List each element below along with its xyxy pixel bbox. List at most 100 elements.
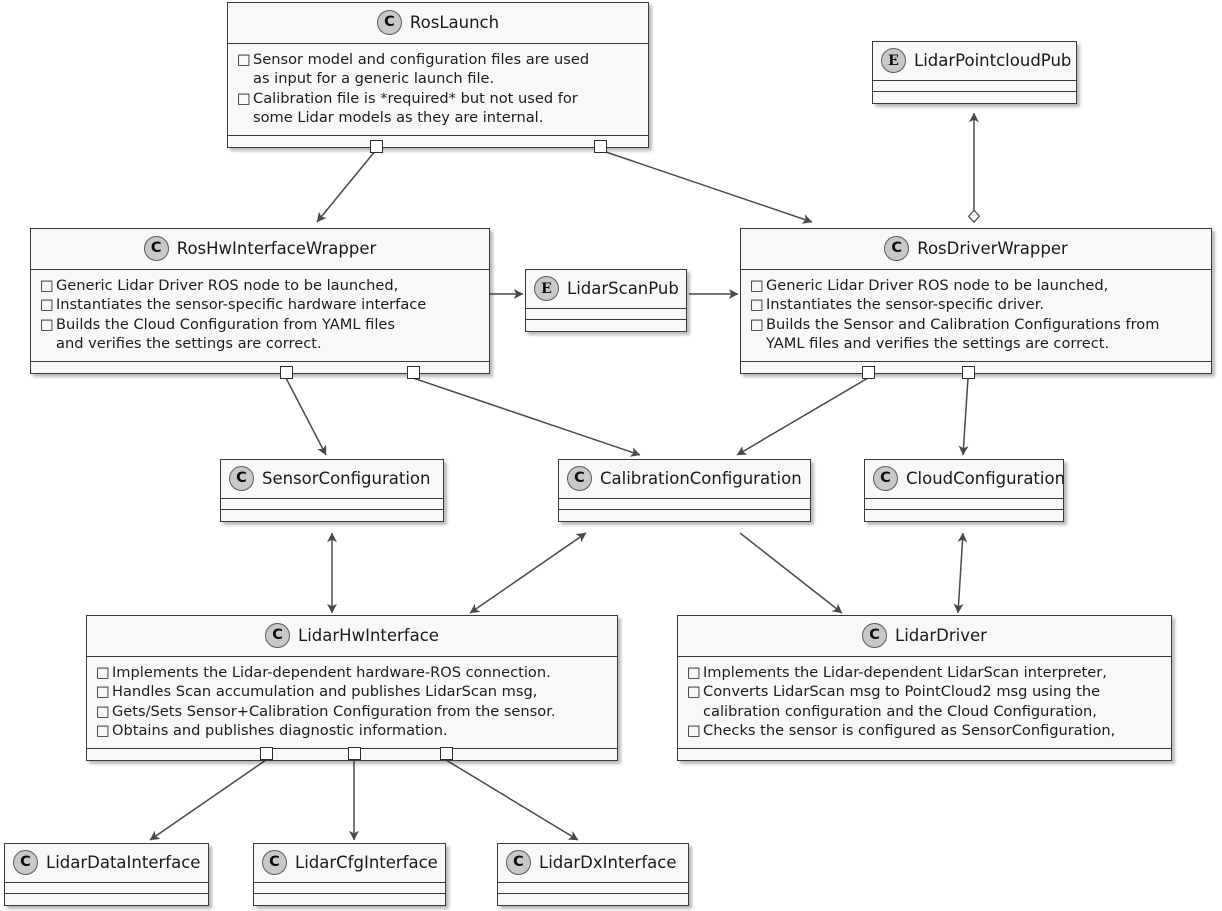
port-lidarhwinterface-center[interactable] [348,747,361,760]
edge-calibconfig-lidarhwinterface [469,532,587,614]
class-header: C LidarHwInterface [87,616,617,657]
note-item: □Generic Lidar Driver ROS node to be lau… [750,277,1109,294]
class-attributes-compartment [526,309,686,320]
entity-stereotype-icon: E [881,48,906,73]
class-title: LidarHwInterface [298,626,439,645]
port-hwwrapper-right[interactable] [407,366,420,379]
checkbox-icon: □ [96,702,110,720]
class-stereotype-icon: C [143,236,169,261]
class-attributes-compartment [221,499,443,510]
class-node-roslaunch[interactable]: C RosLaunch □Sensor model and configurat… [227,2,649,148]
class-header: C LidarCfgInterface [254,844,445,883]
edge-lidarhwinterface-to-dxinterface [445,759,579,841]
class-stereotype-icon: C [862,623,888,648]
edge-hwwrapper-to-calibconfig [412,377,641,457]
class-header: C RosHwInterfaceWrapper [31,229,489,270]
edge-driverwrapper-to-calibconfig [736,377,869,456]
checkbox-icon: □ [96,664,110,681]
class-title: LidarDataInterface [46,853,201,872]
class-header: C RosLaunch [228,3,648,44]
class-node-lidarhwinterface[interactable]: C LidarHwInterface □Implements the Lidar… [86,615,618,761]
class-node-lidarpointcloudpub[interactable]: E LidarPointcloudPub [872,41,1077,104]
class-methods-compartment [5,894,208,905]
port-lidarhwinterface-left[interactable] [260,747,273,760]
class-attributes-compartment [873,81,1076,92]
note-item: □Generic Lidar Driver ROS node to be lau… [40,277,399,294]
class-stereotype-icon: C [506,850,531,875]
class-header: C LidarDriver [678,616,1171,657]
class-methods-compartment [873,92,1076,103]
class-stereotype-icon: C [262,850,287,875]
checkbox-icon: □ [687,722,701,740]
class-header: E LidarPointcloudPub [873,42,1076,81]
class-stereotype-icon: C [376,10,402,35]
class-node-cloudconfiguration[interactable]: C CloudConfiguration [864,459,1066,522]
checkbox-icon: □ [40,296,54,314]
checkbox-icon: □ [687,683,701,701]
class-notes: □Implements the Lidar-dependent hardware… [87,657,617,749]
class-header: C LidarDxInterface [498,844,688,883]
port-roslaunch-right[interactable] [594,140,607,153]
note-list: □Generic Lidar Driver ROS node to be lau… [40,276,480,354]
class-stereotype-icon: C [567,466,592,491]
class-title: LidarDxInterface [539,853,677,872]
class-node-sensorconfiguration[interactable]: C SensorConfiguration [220,459,444,522]
note-item: □Builds the Cloud Configuration from YAM… [40,315,395,353]
class-attributes-compartment [865,499,1063,510]
class-methods-compartment [741,361,1211,373]
class-notes: □Generic Lidar Driver ROS node to be lau… [31,270,489,362]
note-item: □Sensor model and configuration files ar… [237,51,590,88]
note-list: □Sensor model and configuration files ar… [237,50,639,128]
class-node-rosdriverwrapper[interactable]: C RosDriverWrapper □Generic Lidar Driver… [740,228,1212,374]
class-node-lidarscanpub[interactable]: E LidarScanPub [525,269,687,332]
class-node-lidardriver[interactable]: C LidarDriver □Implements the Lidar-depe… [677,615,1172,761]
class-methods-compartment [228,135,648,147]
class-node-calibrationconfiguration[interactable]: C CalibrationConfiguration [558,459,811,522]
note-item: □Implements the Lidar-dependent LidarSca… [687,664,1107,681]
checkbox-icon: □ [750,277,764,294]
edge-driverwrapper-to-cloudconfig [958,377,969,456]
note-item: □Handles Scan accumulation and publishes… [96,683,538,701]
note-item: □Instantiates the sensor-specific driver… [750,296,1045,314]
port-roslaunch-left[interactable] [370,140,383,153]
checkbox-icon: □ [96,683,110,701]
class-title: CloudConfiguration [906,469,1066,488]
note-item: □Implements the Lidar-dependent hardware… [96,664,551,681]
class-attributes-compartment [254,883,445,894]
class-node-lidarcfginterface[interactable]: C LidarCfgInterface [253,843,446,906]
class-title: RosDriverWrapper [917,239,1068,258]
note-list: □Generic Lidar Driver ROS node to be lau… [750,276,1202,354]
edge-hwwrapper-to-sensorconfig [285,377,327,456]
class-header: E LidarScanPub [526,270,686,309]
class-node-lidardatainterface[interactable]: C LidarDataInterface [4,843,209,906]
port-hwwrapper-left[interactable] [280,366,293,379]
class-header: C CloudConfiguration [865,460,1066,499]
note-list: □Implements the Lidar-dependent LidarSca… [687,663,1162,741]
class-title: CalibrationConfiguration [600,469,802,488]
class-stereotype-icon: C [873,466,898,491]
class-notes: □Implements the Lidar-dependent LidarSca… [678,657,1171,749]
class-node-roshwinterfacewrapper[interactable]: C RosHwInterfaceWrapper □Generic Lidar D… [30,228,490,374]
class-header: C LidarDataInterface [5,844,208,883]
class-stereotype-icon: C [229,466,254,491]
edge-roslaunch-to-driverwrapper [599,149,813,224]
edge-cloudconfig-lidardriver [953,532,968,614]
class-title: RosHwInterfaceWrapper [176,239,377,258]
port-lidarhwinterface-right[interactable] [440,747,453,760]
note-item: □Obtains and publishes diagnostic inform… [96,722,448,740]
class-attributes-compartment [498,883,688,894]
port-driverwrapper-right[interactable] [962,366,975,379]
class-methods-compartment [31,361,489,373]
note-item: □Gets/Sets Sensor+Calibration Configurat… [96,702,556,720]
class-node-lidardxinterface[interactable]: C LidarDxInterface [497,843,689,906]
class-title: SensorConfiguration [262,469,431,488]
port-driverwrapper-left[interactable] [862,366,875,379]
class-title: RosLaunch [409,13,500,32]
class-methods-compartment [678,748,1171,760]
class-stereotype-icon: C [265,623,291,648]
class-methods-compartment [221,510,443,521]
edge-lidarhwinterface-to-datainterface [149,759,267,841]
note-item: □Instantiates the sensor-specific hardwa… [40,296,427,314]
entity-stereotype-icon: E [534,276,559,301]
